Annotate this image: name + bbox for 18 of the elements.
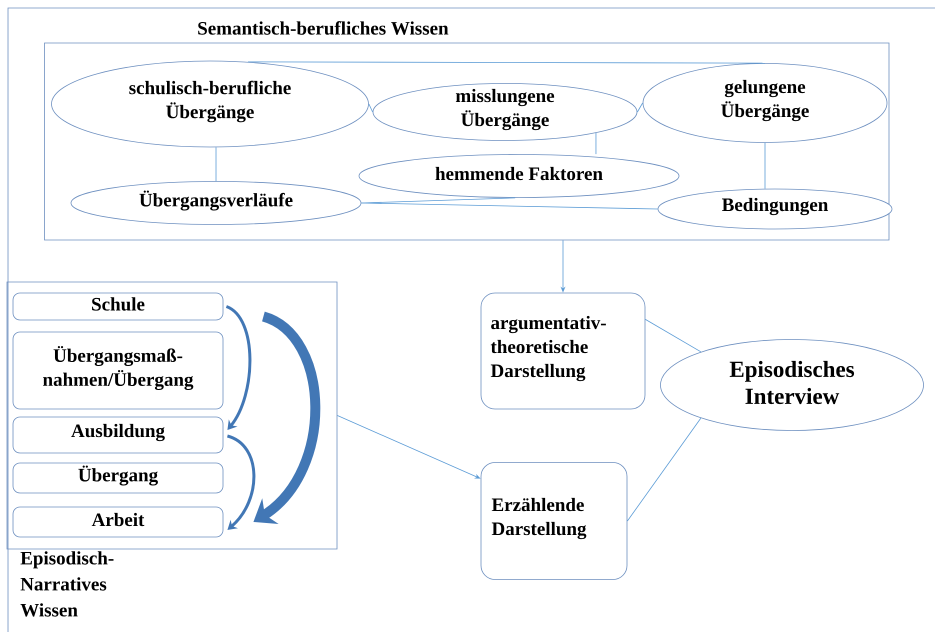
connector-line	[627, 418, 702, 522]
connector-line	[248, 61, 766, 64]
group-heading: Semantisch-berufliches Wissen	[198, 21, 448, 35]
stage-box: Arbeit	[12, 506, 224, 538]
curved-arrow	[226, 434, 256, 530]
connector-line	[361, 202, 658, 210]
stage-box: Übergangsmaß-nahmen/Übergang	[12, 332, 224, 410]
presentation-box: argumentativ-theoretische Darstellung	[480, 292, 646, 410]
connector-line	[637, 102, 643, 112]
connector-line	[764, 142, 766, 189]
connector-line	[368, 104, 373, 112]
stage-box: Ausbildung	[12, 416, 224, 454]
curved-arrow	[226, 305, 252, 430]
stage-box: Übergang	[12, 462, 224, 494]
group-heading: Episodisch-Narratives Wissen	[20, 551, 114, 617]
connector-line	[645, 318, 702, 352]
presentation-box: Erzählende Darstellung	[480, 462, 628, 580]
stage-box: Schule	[12, 292, 224, 320]
